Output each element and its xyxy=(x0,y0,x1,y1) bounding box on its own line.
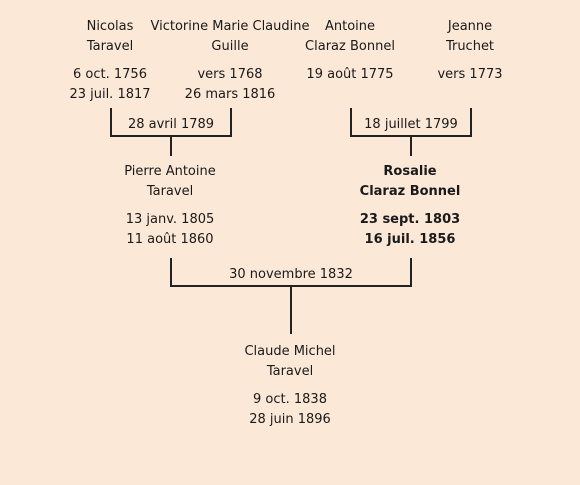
connector-line xyxy=(170,258,172,286)
person-birth-date: 23 sept. 1803 xyxy=(359,212,461,227)
person-last-name: Taravel xyxy=(266,364,314,379)
person-birth-date: vers 1768 xyxy=(197,67,263,82)
person-nicolas-taravel[interactable]: Nicolas Taravel 6 oct. 1756 23 juil. 181… xyxy=(30,17,190,105)
person-death-date: 26 mars 1816 xyxy=(184,87,276,102)
person-first-name: Victorine Marie Claudine xyxy=(150,19,310,34)
person-birth-date: 6 oct. 1756 xyxy=(73,67,147,82)
person-last-name: Claraz Bonnel xyxy=(359,184,461,199)
person-first-name: Nicolas xyxy=(86,19,134,34)
person-jeanne-truchet[interactable]: Jeanne Truchet vers 1773 xyxy=(390,17,550,85)
person-death-date: 28 juin 1896 xyxy=(249,412,331,427)
person-pierre-antoine-taravel[interactable]: Pierre Antoine Taravel 13 janv. 1805 11 … xyxy=(90,162,250,250)
marriage-date: 18 juillet 1799 xyxy=(364,117,458,132)
person-antoine-claraz-bonnel[interactable]: Antoine Claraz Bonnel 19 août 1775 xyxy=(270,17,430,85)
connector-line xyxy=(470,108,472,136)
person-first-name: Rosalie xyxy=(383,164,437,179)
person-birth-date: 13 janv. 1805 xyxy=(125,212,215,227)
connector-line xyxy=(230,108,232,136)
person-birth-date: vers 1773 xyxy=(437,67,503,82)
marriage-date: 28 avril 1789 xyxy=(127,117,215,132)
person-last-name: Truchet xyxy=(445,39,495,54)
person-death-date: 16 juil. 1856 xyxy=(364,232,456,247)
connector-line xyxy=(410,136,412,156)
person-first-name: Claude Michel xyxy=(244,344,336,359)
person-last-name: Guille xyxy=(211,39,249,54)
person-death-date: 11 août 1860 xyxy=(126,232,214,247)
person-birth-date: 19 août 1775 xyxy=(306,67,394,82)
person-last-name: Taravel xyxy=(86,39,134,54)
connector-line xyxy=(410,258,412,286)
person-birth-date: 9 oct. 1838 xyxy=(253,392,327,407)
person-rosalie-claraz-bonnel[interactable]: Rosalie Claraz Bonnel 23 sept. 1803 16 j… xyxy=(330,162,490,250)
person-claude-michel-taravel[interactable]: Claude Michel Taravel 9 oct. 1838 28 jui… xyxy=(210,342,370,430)
connector-line xyxy=(110,108,112,136)
marriage-date: 30 novembre 1832 xyxy=(229,267,353,282)
connector-line xyxy=(350,108,352,136)
connector-line xyxy=(170,136,172,156)
person-death-date: 23 juil. 1817 xyxy=(69,87,151,102)
person-first-name: Antoine xyxy=(324,19,376,34)
person-first-name: Jeanne xyxy=(447,19,493,34)
person-victorine-guille[interactable]: Victorine Marie Claudine Guille vers 176… xyxy=(150,17,310,105)
person-last-name: Claraz Bonnel xyxy=(305,39,395,54)
person-first-name: Pierre Antoine xyxy=(124,164,216,179)
person-last-name: Taravel xyxy=(146,184,194,199)
connector-line xyxy=(290,286,292,334)
